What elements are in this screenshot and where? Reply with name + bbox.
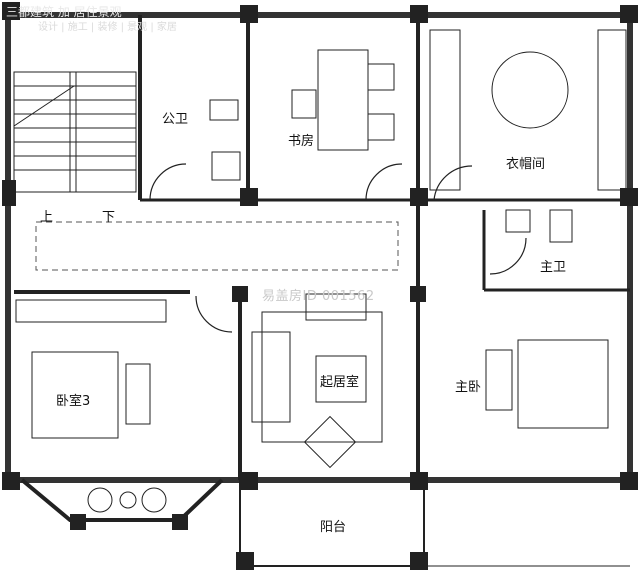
stair-down-label: 下 xyxy=(102,210,116,225)
brand-tagline: 设计 | 施工 | 装修 | 景观 | 家居 xyxy=(38,22,177,33)
stair-up-label: 上 xyxy=(40,210,54,225)
room-label-public-bath: 公卫 xyxy=(162,112,189,127)
room-label-bedroom3: 卧室3 xyxy=(56,394,91,409)
staircase xyxy=(13,71,137,193)
brand-logo: 三都建筑 加 居住景观 xyxy=(6,5,122,19)
room-label-master-bath: 主卫 xyxy=(540,260,567,275)
room-label-living: 起居室 xyxy=(320,375,360,390)
room-label-master-bedroom: 主卧 xyxy=(455,380,482,395)
room-label-cloakroom: 衣帽间 xyxy=(506,157,546,172)
room-label-study: 书房 xyxy=(288,134,315,149)
watermark: 易盖房ID 001562 xyxy=(262,289,375,304)
room-label-balcony: 阳台 xyxy=(320,520,347,535)
